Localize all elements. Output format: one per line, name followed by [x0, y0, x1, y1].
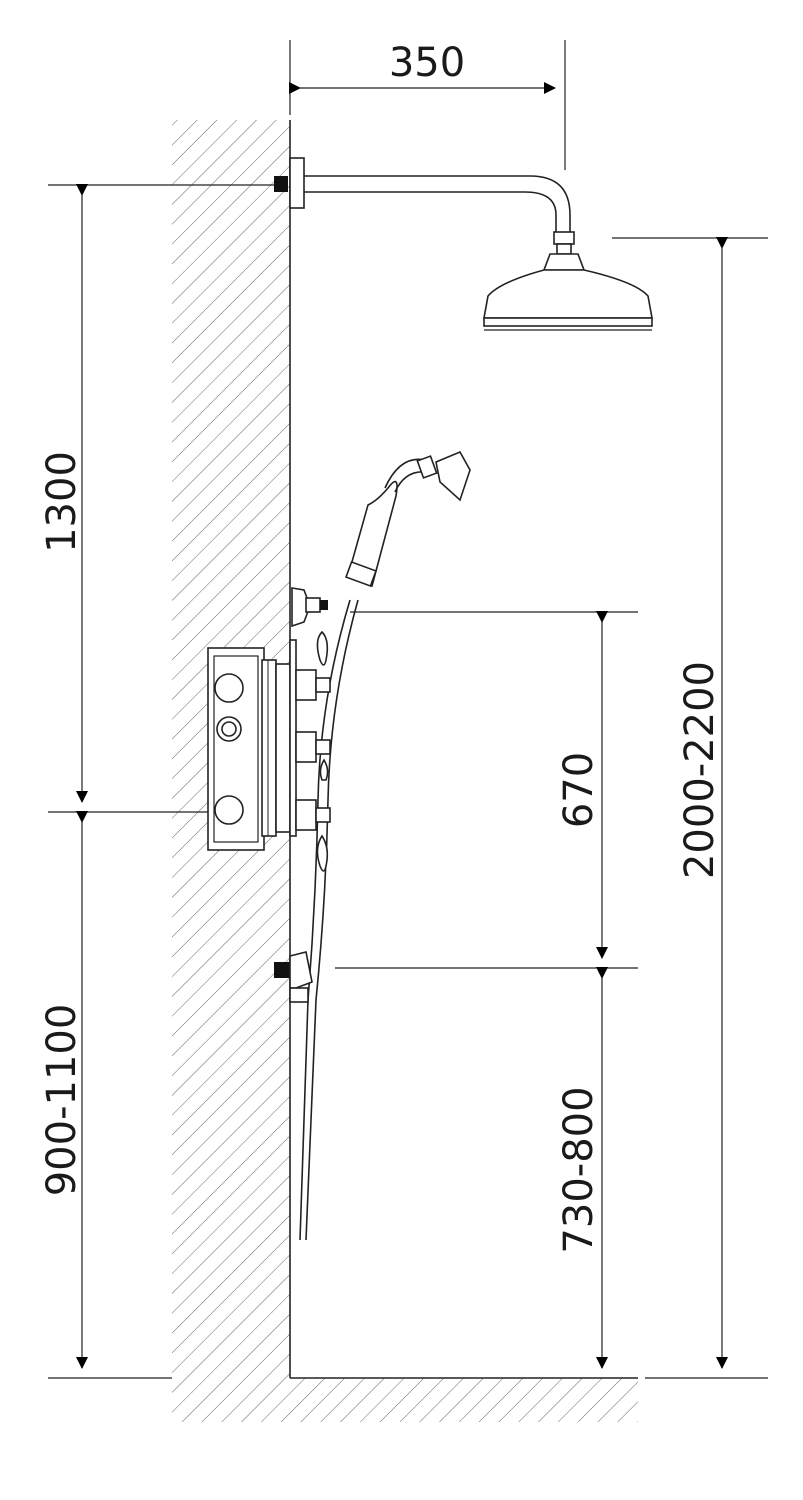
dim-670-label: 670: [556, 752, 602, 828]
dim-900-1100-label: 900-1100: [39, 1004, 85, 1197]
floor: [172, 1377, 638, 1422]
dim-2000-2200-label: 2000-2200: [677, 661, 723, 879]
dim-1300-label: 1300: [39, 451, 85, 553]
dimension-lines: [76, 82, 728, 1369]
dim-730-800-label: 730-800: [556, 1086, 602, 1253]
dim-350-label: 350: [389, 40, 465, 86]
hand-shower-assembly: [274, 450, 471, 1241]
thermostatic-valve-box: [207, 630, 331, 872]
extension-lines: [48, 40, 768, 1379]
dimension-labels: 350 1300 900-1100 670 730-800 2000-2200: [39, 40, 723, 1254]
shower-head-assembly: [274, 157, 653, 331]
